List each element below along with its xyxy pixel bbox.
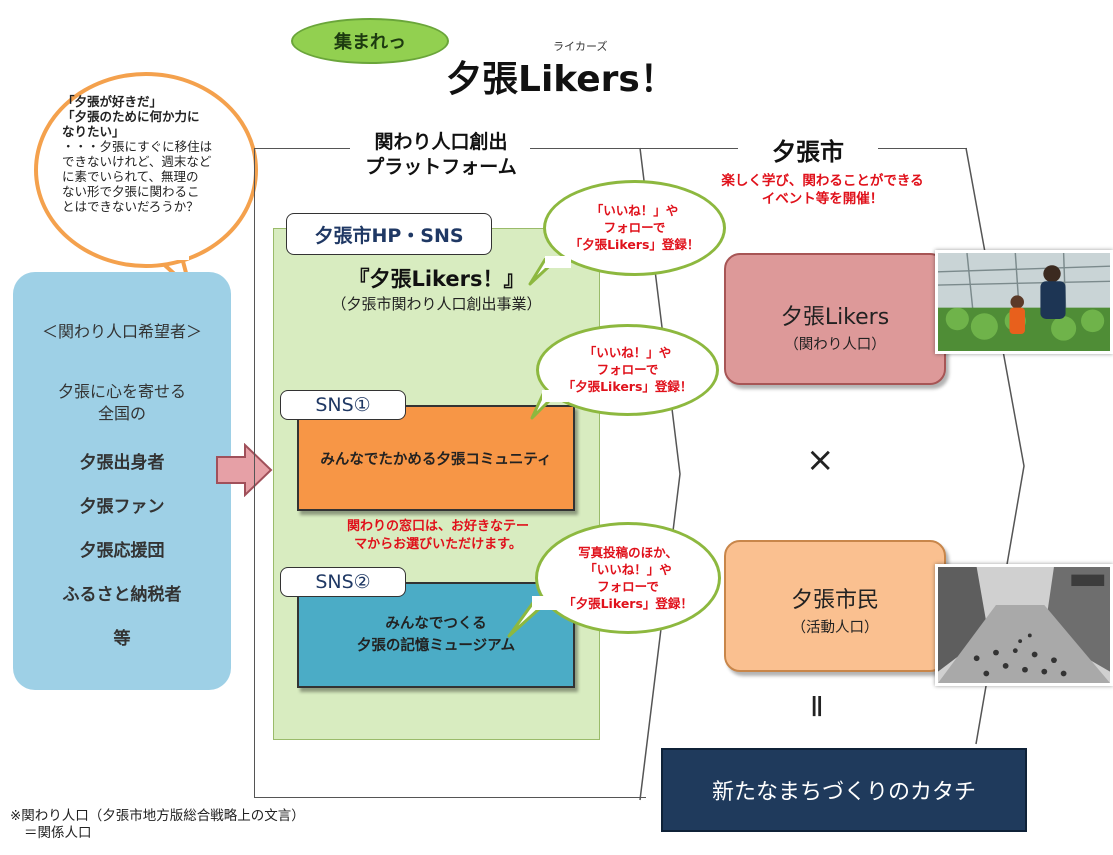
citizen-box-title: 夕張市民 (790, 588, 879, 613)
sns2-tab: SNS② (280, 567, 406, 597)
right-arrow-icon (216, 443, 273, 497)
hopeful-item: ふるさと納税者 (62, 585, 182, 605)
bubble-3-line: 「夕張Likers」登録！ (563, 596, 693, 611)
hopeful-intro: 全国の (97, 404, 146, 423)
equals-symbol: Ⅱ (810, 690, 824, 723)
wish-bubble-text: 「夕張が好きだ」 「夕張のために何か力に なりたい」 ・・・夕張にすぐに移住は … (62, 94, 232, 214)
sns1-name: みんなでたかめる夕張コミュニティ (320, 451, 552, 468)
wish-body-line: ・・・夕張にすぐに移住は (62, 139, 213, 154)
window-note-line: マからお選びいただけます。 (354, 537, 522, 552)
bubble-3-tail-cover (532, 596, 564, 610)
bubble-2-line: 「いいね！」や (583, 345, 672, 360)
wish-body-line: できないけれど、週末など (62, 154, 212, 169)
city-label-bg (738, 128, 878, 168)
hp-sns-tab: 夕張市HP・SNS (286, 213, 492, 255)
future-box: 新たなまちづくりのカタチ (661, 748, 1027, 832)
bubble-3-line: 写真投稿のほか、 (578, 545, 678, 560)
bubble-1-line: フォローで (603, 220, 666, 235)
bubble-3-text: 写真投稿のほか、 「いいね！」や フォローで 「夕張Likers」登録！ (535, 544, 721, 612)
footnote-line: ※関わり人口（夕張市地方版総合戦略上の文言） (10, 808, 305, 824)
page-title: 夕張Likers！ (446, 59, 676, 100)
sns2-museum-box: みんなでつくる 夕張の記憶ミュージアム (297, 582, 575, 688)
sns1-tab: SNS① (280, 390, 406, 420)
wish-body-line: ない形で夕張に関わるこ (62, 184, 200, 199)
hopeful-item: 夕張出身者 (79, 453, 165, 473)
bubble-1-tail-cover (545, 256, 571, 268)
hopeful-heading: ＜関わり人口希望者＞ (41, 322, 202, 341)
sns2-name-line: 夕張の記憶ミュージアム (356, 638, 516, 654)
likers-box-subtitle: （関わり人口） (784, 337, 886, 353)
city-subtitle-line: イベント等を開催！ (761, 191, 884, 207)
bubble-2-tail-cover (542, 390, 568, 402)
bubble-2-line: フォローで (596, 362, 659, 377)
wish-bubble (34, 72, 258, 268)
platform-label-bg (350, 126, 530, 182)
likers-project-subtitle: （夕張市関わり人口創出事業） (331, 295, 542, 313)
city-subtitle-line: 楽しく学び、関わることができる (721, 173, 924, 189)
wish-line: 「夕張が好きだ」 (62, 94, 163, 109)
city-label: 夕張市 (772, 138, 844, 166)
hopeful-item: 夕張応援団 (79, 541, 165, 561)
window-note-line: 関わりの窓口は、お好きなテー (346, 519, 529, 534)
future-label: 新たなまちづくりのカタチ (711, 780, 976, 805)
city-subtitle: 楽しく学び、関わることができる イベント等を開催！ (690, 172, 955, 208)
wish-body-line: に素でいられて、無理の (62, 169, 199, 184)
sns2-name-line: みんなでつくる (385, 616, 487, 632)
platform-label-line: プラットフォーム (365, 156, 517, 178)
likers-box: 夕張Likers （関わり人口） (724, 253, 946, 385)
greenhouse-photo (935, 250, 1113, 354)
wish-body-line: とはできないだろうか？ (62, 199, 199, 214)
bubble-3-line: フォローで (597, 579, 659, 594)
bubble-2-text: 「いいね！」や フォローで 「夕張Likers」登録！ (536, 344, 719, 395)
sns1-community-box: みんなでたかめる夕張コミュニティ (297, 405, 575, 511)
wish-line: なりたい」 (62, 124, 125, 139)
window-note: 関わりの窓口は、お好きなテー マからお選びいただけます。 (298, 518, 578, 554)
footnote: ※関わり人口（夕張市地方版総合戦略上の文言） ＝関係人口 (10, 808, 305, 842)
bubble-1 (543, 180, 726, 276)
platform-label-line: 関わり人口創出 (374, 131, 508, 153)
platform-label: 関わり人口創出 プラットフォーム (355, 130, 527, 180)
footnote-line: ＝関係人口 (24, 825, 92, 841)
likers-box-title: 夕張Likers (780, 305, 890, 330)
bubble-3-line: 「いいね！」や (584, 562, 672, 577)
bubble-3 (535, 522, 721, 634)
likers-project-title: 『夕張Likers！』 (348, 267, 525, 291)
header-badge: 集まれっ (291, 18, 449, 64)
hopeful-intro: 夕張に心を寄せる (57, 382, 186, 401)
times-symbol: × (806, 440, 835, 480)
wish-bubble-tail-cover (145, 246, 189, 260)
citizen-box-subtitle: （活動人口） (791, 620, 879, 636)
bubble-1-line: 「いいね！」や (590, 203, 679, 218)
hopeful-item: 等 (113, 629, 131, 649)
hopeful-item: 夕張ファン (79, 497, 165, 517)
citizen-box: 夕張市民 （活動人口） (724, 540, 946, 672)
bubble-1-text: 「いいね！」や フォローで 「夕張Likers」登録！ (543, 202, 726, 253)
bubble-2-line: 「夕張Likers」登録！ (562, 379, 693, 394)
hopeful-panel: ＜関わり人口希望者＞ 夕張に心を寄せる 全国の 夕張出身者 夕張ファン 夕張応援… (13, 272, 231, 690)
wish-line: 「夕張のために何か力に (62, 109, 200, 124)
bubble-1-line: 「夕張Likers」登録！ (569, 237, 700, 252)
title-ruby: ライカーズ (553, 40, 608, 53)
historic-street-photo (935, 564, 1113, 686)
